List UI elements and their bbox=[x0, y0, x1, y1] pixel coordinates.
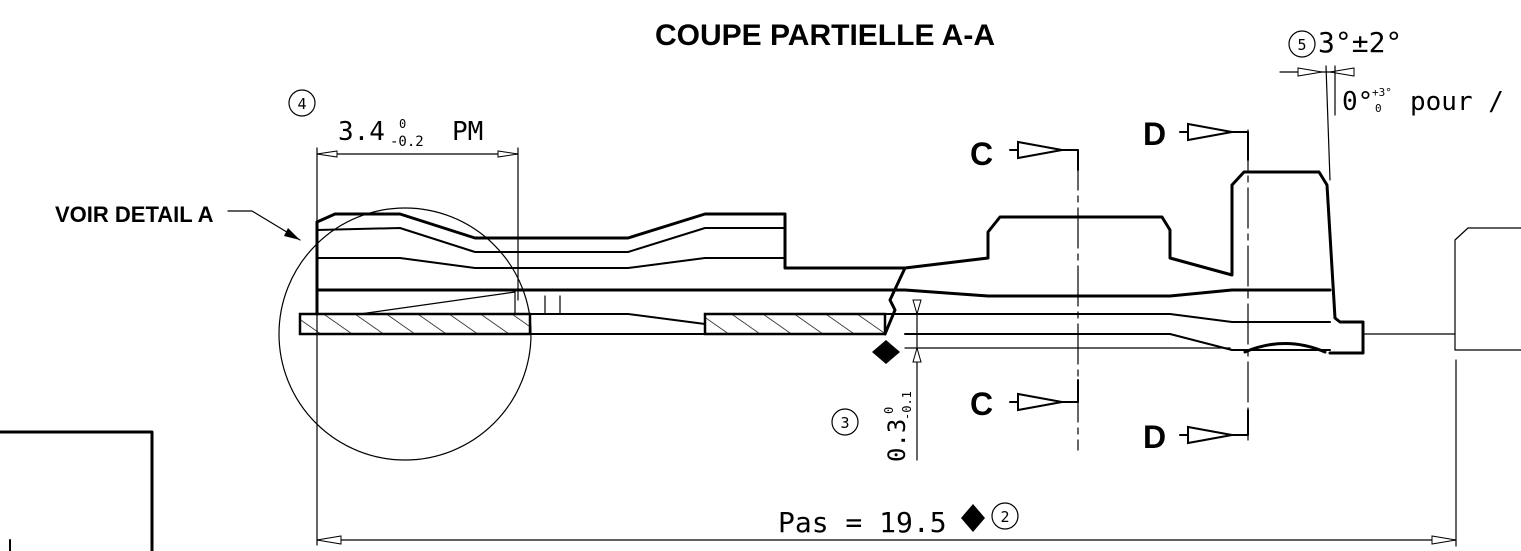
section-c-arrowhead-bottom bbox=[1017, 392, 1063, 412]
dim-thickness-lower: -0.1 bbox=[900, 391, 914, 420]
pitch-arrow-right bbox=[1431, 535, 1457, 545]
dim-thickness-value: 0.3 bbox=[883, 419, 911, 462]
part-mid-line bbox=[315, 288, 1332, 298]
section-d-label-bottom: D bbox=[1143, 419, 1166, 455]
balloon-4 bbox=[288, 89, 316, 117]
balloon-2-number: 2 bbox=[1000, 508, 1009, 526]
section-d-arrowhead-bottom bbox=[1187, 425, 1233, 445]
base-right-contour bbox=[884, 313, 1331, 351]
dim-angle-alt-suffix: pour / bbox=[1410, 87, 1504, 117]
part-inner-line-1 bbox=[316, 227, 786, 253]
angle-arrow-right bbox=[1329, 67, 1355, 77]
part-inner-line-2 bbox=[316, 257, 786, 269]
frame-fragment bbox=[0, 430, 154, 551]
pitch-arrow-left bbox=[316, 535, 342, 545]
base-taper-hatch bbox=[359, 291, 561, 315]
hatched-base-right bbox=[703, 312, 887, 336]
dim-pitch-value: Pas = 19.5 bbox=[778, 506, 947, 539]
angle-arrow-left bbox=[1297, 67, 1323, 77]
balloon-3 bbox=[831, 408, 859, 436]
section-c-arrowhead-top bbox=[1017, 140, 1063, 160]
dim-length-lower-tol: -0.2 bbox=[390, 134, 424, 150]
dim-length-suffix: PM bbox=[452, 117, 483, 147]
angle-ext-line bbox=[1325, 65, 1331, 181]
dim-length-upper-tol: 0 bbox=[399, 117, 406, 131]
base-middle-contour bbox=[529, 313, 706, 335]
section-d-label-top: D bbox=[1143, 116, 1166, 152]
dim-length-arrow-left bbox=[316, 150, 338, 158]
dim-thickness-upper: 0 bbox=[882, 407, 896, 414]
balloon-5 bbox=[1288, 30, 1316, 58]
right-block bbox=[1454, 227, 1521, 351]
detail-leader-line bbox=[227, 210, 301, 241]
balloon-5-number: 5 bbox=[1297, 36, 1306, 54]
base-broken-edge bbox=[883, 266, 907, 336]
dim-angle-alt-upper: +3° bbox=[1372, 86, 1392, 99]
drawing-title: COUPE PARTIELLE A-A bbox=[655, 19, 995, 52]
pitch-diamond-marker bbox=[961, 504, 985, 532]
balloon-4-number: 4 bbox=[297, 95, 306, 113]
base-bump bbox=[1243, 342, 1327, 354]
dim-length-arrow-right bbox=[497, 150, 519, 158]
dim-angle-alt-value: 0° bbox=[1342, 87, 1373, 117]
dim-angle-alt-lower: 0 bbox=[1375, 102, 1382, 115]
section-d-arrowhead-top bbox=[1187, 122, 1233, 142]
section-c-label-bottom: C bbox=[970, 386, 993, 422]
balloon-3-number: 3 bbox=[840, 414, 849, 432]
part-top-contour bbox=[315, 170, 1365, 355]
thickness-diamond-marker bbox=[872, 340, 900, 364]
dim-angle-value: 3°±2° bbox=[1318, 26, 1402, 59]
detail-callout-label: VOIR DETAIL A bbox=[55, 202, 214, 227]
hatched-base-left bbox=[298, 312, 532, 336]
balloon-2 bbox=[991, 502, 1019, 530]
thickness-arrow-top bbox=[912, 299, 922, 316]
detail-leader-arrow bbox=[284, 228, 300, 240]
section-c-label-top: C bbox=[970, 136, 993, 172]
thickness-arrow-bottom bbox=[912, 346, 922, 363]
dim-length-value: 3.4 bbox=[338, 117, 385, 147]
